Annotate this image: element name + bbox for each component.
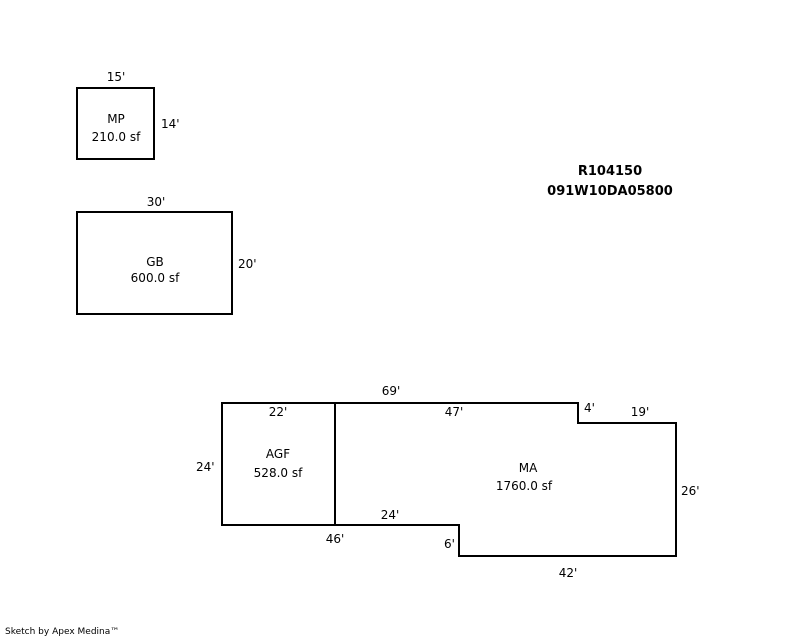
mp-outline [76,87,155,160]
agf-code: AGF [266,447,290,461]
ma-top-right-dim: 19' [631,405,650,419]
ma-overall-bottom-dim: 46' [326,532,345,546]
gb-area: 600.0 sf [131,271,180,285]
agf-left-dim: 24' [196,460,215,474]
ma-overall-top-dim: 69' [382,384,401,398]
ma-step-dim: 4' [584,401,595,415]
agf-outline [221,402,336,526]
parcel-identifiers: R104150 091W10DA05800 [540,162,680,202]
ma-right-dim: 26' [681,484,700,498]
ma-notch-dim: 6' [444,537,455,551]
gb-width-dim: 30' [147,195,166,209]
map-number: 091W10DA05800 [547,184,673,199]
gb-outline [76,211,233,315]
ma-outline [335,402,677,557]
gb-code: GB [146,255,164,269]
gb-height-dim: 20' [238,257,257,271]
account-number: R104150 [577,164,643,179]
mp-width-dim: 15' [107,70,126,84]
mp-height-dim: 14' [161,117,180,131]
ma-bottom-dim: 42' [559,566,578,580]
mp-code: MP [107,112,125,126]
agf-top-dim: 22' [269,405,288,419]
agf-area: 528.0 sf [254,466,303,480]
ma-area: 1760.0 sf [496,479,553,493]
sketch-credit: Sketch by Apex Medina™ [5,627,120,637]
mp-area: 210.0 sf [92,130,141,144]
ma-code: MA [519,461,538,475]
ma-top-dim: 47' [445,405,464,419]
ma-lower-left-dim: 24' [381,508,400,522]
